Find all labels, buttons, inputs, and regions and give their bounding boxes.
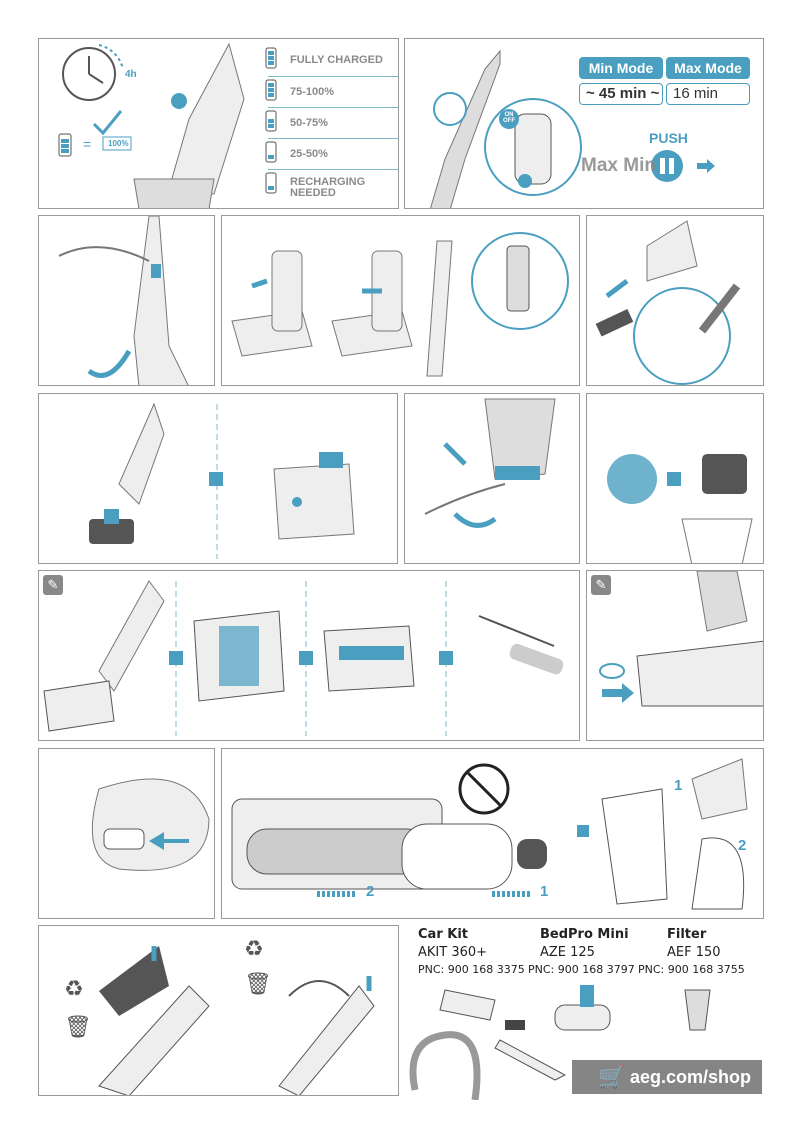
- on-off-label: ON OFF: [503, 112, 515, 124]
- charge-time-label: 4h: [125, 69, 137, 80]
- level-fully-charged: FULLY CHARGED: [290, 54, 383, 66]
- step-2-label: 2: [366, 883, 375, 900]
- charging-panel: = 4h 100%: [38, 38, 399, 209]
- accessory-model: AEF 150: [667, 945, 721, 960]
- divider: [268, 138, 398, 139]
- detach-handheld-panel: [38, 215, 215, 386]
- accessory-name: Car Kit: [418, 927, 468, 942]
- empty-dustbin-panel: [404, 393, 580, 564]
- charging-illustration: =: [58, 42, 245, 208]
- install-holder-panel: [221, 215, 580, 386]
- disassembly-recycling-panel: ♻ 🗑 ♻ 🗑: [38, 925, 399, 1096]
- release-button-panel: [38, 748, 215, 919]
- release-illustration: [91, 778, 210, 871]
- car-kit-hose: [409, 1031, 481, 1100]
- accessories-illustration: [409, 985, 711, 1100]
- upholstery-illustration: [89, 402, 355, 559]
- recycling-illustration: ♻ 🗑 ♻ 🗑: [64, 936, 375, 1095]
- wash-brushroll-panel: 2 1 1 2: [221, 748, 764, 919]
- clock-icon: [62, 47, 116, 101]
- level-25-50: 25-50%: [290, 148, 328, 160]
- step-2-label: 2: [738, 837, 747, 854]
- check-icon: [92, 110, 123, 136]
- mode-switch-illustration: [430, 49, 715, 208]
- svg-text:=: =: [83, 136, 91, 152]
- wash-illustration: [231, 758, 748, 910]
- step-1-label: 1: [674, 777, 683, 794]
- filter-illustration: [607, 454, 753, 563]
- next-step-icon: [209, 472, 223, 486]
- accessory-model: AZE 125: [540, 945, 595, 960]
- clean-filter-panel: [586, 393, 764, 564]
- accessory-model: AKIT 360+: [418, 945, 488, 960]
- accessory-pnc: PNC: 900 168 3375: [418, 963, 525, 976]
- cart-icon: 🛒: [598, 1064, 626, 1089]
- arrow-right-icon: [697, 159, 715, 173]
- crevice-tool-panel: [586, 215, 764, 386]
- divider: [268, 76, 398, 77]
- wrench-icon: ✎: [43, 575, 63, 595]
- accessory-name: BedPro Mini: [540, 927, 629, 942]
- upholstery-panel: [38, 393, 398, 564]
- level-50-75: 50-75%: [290, 117, 328, 129]
- wrench-icon: ✎: [591, 575, 611, 595]
- min-mode-label: Min Mode: [579, 57, 663, 79]
- car-kit-nozzle: [439, 989, 496, 1021]
- battery-level-icons: [265, 47, 277, 194]
- accessory-pnc: PNC: 900 168 3755: [638, 963, 745, 976]
- level-recharging-needed: RECHARGING NEEDED: [290, 176, 366, 199]
- arrow-left-icon: [149, 832, 189, 850]
- accessory-pnc: PNC: 900 168 3797: [528, 963, 635, 976]
- mode-button-icon: [651, 150, 683, 182]
- arrow-icon: [87, 349, 132, 378]
- nozzle-illustration: [599, 571, 763, 707]
- brushroll-removal-panel: ✎: [38, 570, 580, 741]
- shop-link-label[interactable]: aeg.com/shop: [630, 1067, 752, 1087]
- max-min-label: Max Min: [581, 155, 656, 176]
- bedpro-mini: [554, 1004, 611, 1031]
- push-label: PUSH: [649, 130, 688, 146]
- detach-illustration: [58, 216, 189, 385]
- weee-bin-icon: 🗑: [64, 1014, 92, 1039]
- filter-item: [684, 989, 711, 1031]
- recycle-icon: ♻: [244, 936, 264, 961]
- battery-full-label: 100%: [108, 139, 129, 148]
- weee-bin-icon: 🗑: [244, 971, 272, 996]
- max-mode-label: Max Mode: [666, 57, 750, 79]
- recycle-icon: ♻: [64, 976, 84, 1001]
- divider: [268, 169, 398, 170]
- brushroll-illustration: [43, 580, 564, 736]
- step-1-label: 1: [540, 883, 549, 900]
- dustbin-illustration: [424, 398, 556, 528]
- crevice-illustration: [595, 220, 741, 385]
- accessory-name: Filter: [667, 927, 707, 942]
- level-75-100: 75-100%: [290, 86, 335, 98]
- min-mode-time: ~ 45 min ~: [579, 83, 663, 105]
- max-mode-time: 16 min: [666, 83, 750, 105]
- shop-link[interactable]: 🛒 aeg.com/shop: [572, 1060, 762, 1094]
- divider: [268, 107, 398, 108]
- power-icon: [499, 109, 519, 129]
- holder-illustration: [231, 232, 569, 377]
- nozzle-inspection-panel: ✎: [586, 570, 764, 741]
- eye-icon: [599, 663, 625, 679]
